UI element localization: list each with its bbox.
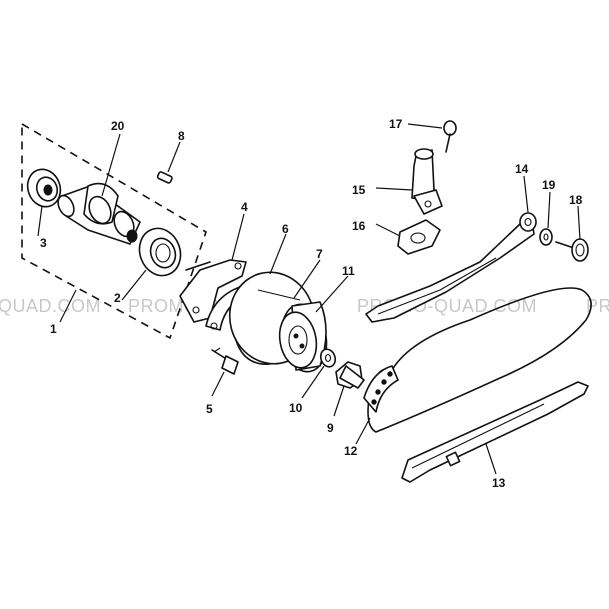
callout-2: 2 bbox=[114, 291, 121, 305]
callout-20: 20 bbox=[111, 119, 125, 133]
part-10-washer bbox=[319, 348, 337, 368]
callout-7: 7 bbox=[316, 247, 323, 261]
callout-1: 1 bbox=[50, 322, 57, 336]
leader-lines bbox=[37, 123, 581, 475]
callout-9: 9 bbox=[327, 421, 334, 435]
part-5-bolt bbox=[211, 347, 239, 375]
part-18-pivot-bolt bbox=[555, 238, 589, 262]
camshaft-assembly-outline bbox=[21, 122, 207, 340]
part-8-pin bbox=[156, 171, 173, 184]
callout-18: 18 bbox=[569, 193, 583, 207]
callout-10: 10 bbox=[289, 401, 303, 415]
callout-12: 12 bbox=[344, 444, 358, 458]
part-2-bearing bbox=[138, 227, 182, 277]
callout-3: 3 bbox=[40, 236, 47, 250]
callout-5: 5 bbox=[206, 402, 213, 416]
watermark-text-edge: PR bbox=[586, 296, 609, 316]
part-3-bearing bbox=[26, 168, 62, 208]
part-20-camshaft bbox=[57, 182, 141, 245]
part-9-bolt bbox=[335, 361, 365, 389]
part-4-plate bbox=[179, 259, 247, 323]
callout-19: 19 bbox=[542, 178, 556, 192]
callout-4: 4 bbox=[241, 200, 248, 214]
part-11-sprocket bbox=[278, 301, 328, 373]
part-14-tensioner-arm bbox=[365, 212, 537, 323]
callout-14: 14 bbox=[515, 162, 529, 176]
part-15-tensioner bbox=[411, 148, 443, 215]
part-19-washer bbox=[539, 228, 553, 246]
part-16-gasket bbox=[397, 219, 441, 255]
callout-16: 16 bbox=[352, 219, 366, 233]
callout-labels: 3 2 1 20 8 4 6 7 11 5 10 9 12 13 14 15 1… bbox=[40, 117, 583, 490]
callout-11: 11 bbox=[342, 264, 355, 278]
callout-15: 15 bbox=[352, 183, 366, 197]
part-12-timing-chain bbox=[363, 287, 592, 433]
part-17-bolt bbox=[443, 120, 457, 153]
callout-6: 6 bbox=[282, 222, 289, 236]
callout-17: 17 bbox=[389, 117, 403, 131]
callout-8: 8 bbox=[178, 129, 185, 143]
part-13-chain-guide bbox=[401, 381, 589, 483]
watermark-text-left: QUAD.COM bbox=[0, 296, 101, 316]
callout-13: 13 bbox=[492, 476, 506, 490]
